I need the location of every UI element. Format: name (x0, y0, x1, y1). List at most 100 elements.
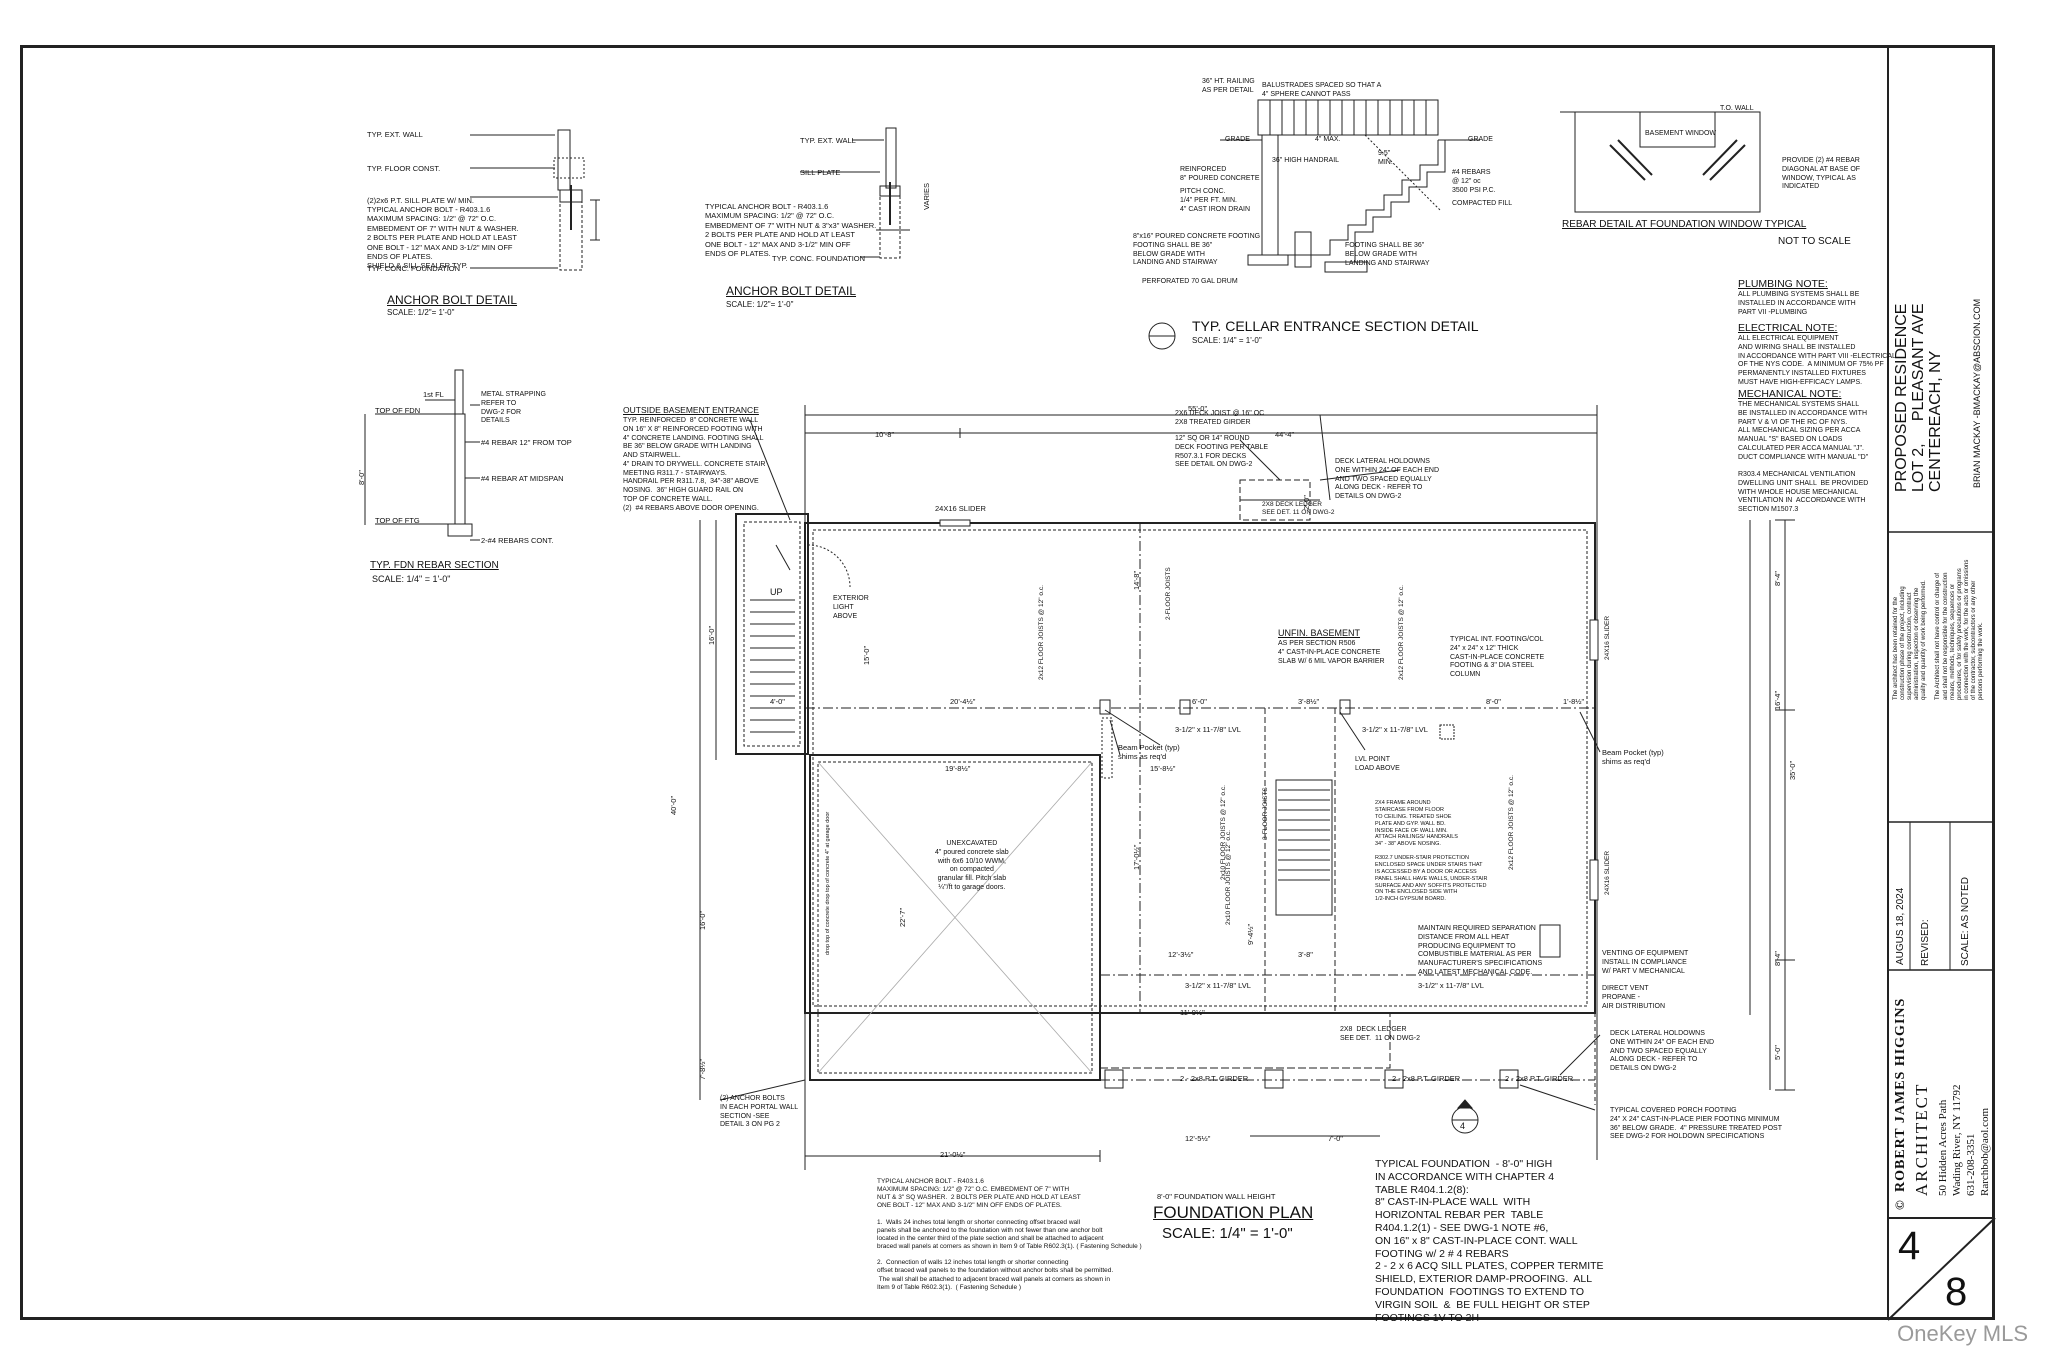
anchor1-label-floor: TYP. FLOOR CONST. (367, 164, 441, 173)
garage-drop-note: drop top of concrete drop top of concret… (825, 811, 831, 955)
window-rebar-drawing (1560, 111, 1761, 213)
rebar-label-height: 8'-0" (357, 470, 366, 485)
window-scale: NOT TO SCALE (1778, 236, 1851, 247)
dim-16-4: 16'-4" (1773, 690, 1782, 710)
electrical-note-title: ELECTRICAL NOTE: (1738, 322, 1838, 334)
architect-disclaimer: The architect has been retained for the … (1893, 559, 1984, 700)
plumbing-note-title: PLUMBING NOTE: (1738, 278, 1828, 290)
outside-entrance-note: TYP. REINFORCED 8" CONCRETE WALL ON 16" … (623, 417, 766, 512)
window-title: REBAR DETAIL AT FOUNDATION WINDOW TYPICA… (1562, 219, 1807, 230)
firm-email: Rarchbob@aol.com (1979, 1107, 1991, 1196)
dim-6-0: 6'-0" (1192, 697, 1207, 706)
dim-8-4-b: 8'-4" (1773, 951, 1782, 966)
cellar-label-9-5: 9.5" MIN. (1378, 150, 1393, 166)
dim-12-3: 12'-3½" (1168, 950, 1194, 959)
window-note: PROVIDE (2) #4 REBAR DIAGONAL AT BASE OF… (1782, 157, 1861, 191)
firm-phone: 631-208-3351 (1965, 1133, 1977, 1196)
dim-3-8-b: 3'-8" (1298, 950, 1313, 959)
bottom-anchor-note: TYPICAL ANCHOR BOLT - R403.1.6 MAXIMUM S… (877, 1178, 1142, 1291)
dim-8-4-a: 8'-4" (1773, 571, 1782, 586)
girder-2: 2 - 2x8 P.T. GIRDER (1392, 1074, 1461, 1083)
mechanical-note-title: MECHANICAL NOTE: (1738, 388, 1842, 400)
slider-label-right-2: 24X16 SLIDER (1604, 850, 1611, 895)
dim-8-0: 8'-0" (1486, 697, 1501, 706)
beam-lvl-1: 3-1/2" x 11-7/8" LVL (1175, 725, 1241, 734)
porch-footing-note: TYPICAL COVERED PORCH FOOTING 24" X 24" … (1610, 1107, 1782, 1141)
joist-label-4: 2x12 FLOOR JOISTS @ 12" o.c. (1398, 585, 1405, 680)
electrical-note-text: ALL ELECTRICAL EQUIPMENT AND WIRING SHAL… (1738, 335, 1896, 386)
beam-pocket-right: Beam Pocket (typ) shims as req'd (1602, 748, 1664, 767)
dim-5-0: 5'-0" (1773, 1045, 1782, 1060)
rebar-note-mid: #4 REBAR AT MIDSPAN (481, 474, 564, 483)
cellar-label-4max: 4" MAX. (1315, 136, 1341, 143)
sheet-total: 8 (1945, 1270, 1968, 1314)
rebar-scale: SCALE: 1/4" = 1'-0" (372, 574, 451, 584)
joist-label-7: 2x12 FLOOR JOISTS @ 12" o.c. (1508, 775, 1515, 870)
dim-21-0: 21'-0½" (940, 1150, 966, 1159)
cellar-label-grade-left: GRADE (1225, 136, 1250, 143)
lvl-point-load-note: LVL POINT LOAD ABOVE (1355, 756, 1400, 772)
cellar-label-balustrades: BALUSTRADES SPACED SO THAT A 4" SPHERE C… (1262, 82, 1382, 98)
copyright-symbol: © (1892, 1200, 1907, 1210)
rebar-label-top-fdn: TOP OF FDN (375, 406, 421, 415)
slider-label-top: 24X16 SLIDER (935, 504, 986, 513)
dim-40-0: 40'-0" (669, 795, 678, 815)
dim-22-7: 22'-7" (898, 907, 907, 927)
separation-note: MAINTAIN REQUIRED SEPARATION DISTANCE FR… (1418, 925, 1543, 976)
joist-label-2: 2-FLOOR JOISTS (1165, 567, 1172, 620)
cellar-scale: SCALE: 1/4" = 1'-0" (1192, 336, 1262, 345)
anchor2-label-ext-wall: TYP. EXT. WALL (800, 136, 856, 145)
client-info: BRIAN MACKAY -BMACKAY@ABSCION.COM (1972, 298, 1982, 488)
dim-3-8: 3'-8½" (1298, 697, 1320, 706)
rebar-note-cont: 2-#4 REBARS CONT. (481, 536, 554, 545)
foundation-plan-scale: SCALE: 1/4" = 1'-0" (1162, 1225, 1293, 1242)
rebar-label-1stfl: 1st FL (423, 390, 444, 399)
firm-address-2: Wading River, NY 11792 (1951, 1084, 1963, 1196)
dim-15-0: 15'-0" (862, 645, 871, 665)
fdn-rebar-section-drawing (364, 369, 480, 541)
room-basement-slab-note: AS PER SECTION R506 4" CAST-IN-PLACE CON… (1278, 640, 1385, 665)
dim-16-0-a: 16'-0" (707, 625, 716, 645)
deck-joist-note: 2X6 DECK JOIST @ 16" OC 2X8 TREATED GIRD… (1175, 410, 1265, 426)
anchor-portal-note: (2) ANCHOR BOLTS IN EACH PORTAL WALL SEC… (720, 1095, 799, 1129)
firm-name: ROBERT JAMES HIGGINS (1893, 997, 1908, 1192)
title-scale: SCALE: AS NOTED (1960, 877, 1971, 966)
rebar-note-top: #4 REBAR 12" FROM TOP (481, 438, 572, 447)
dim-20-4: 20'-4½" (950, 697, 976, 706)
anchor2-note: TYPICAL ANCHOR BOLT - R403.1.6 MAXIMUM S… (705, 202, 877, 258)
anchor2-label-foundation: TYP. CONC. FOUNDATION (772, 254, 866, 263)
cellar-label-railing: 36" HT. RAILING AS PER DETAIL (1202, 78, 1255, 94)
cellar-entrance-drawing (1220, 99, 1480, 273)
deck-ledger-top-note: 2X8 DECK LEDGER SEE DET. 11 ON DWG-2 (1262, 501, 1335, 517)
girder-3: 2 - 2x8 P.T. GIRDER (1505, 1074, 1574, 1083)
anchor2-label-varies: VARIES (922, 183, 931, 210)
deck-ledger-bottom-note: 2X8 DECK LEDGER SEE DET. 11 ON DWG-2 (1340, 1026, 1420, 1042)
dim-11-9: 11'-9½" (1180, 1008, 1205, 1017)
cellar-label-rebars: #4 REBARS @ 12" oc 3500 PSI P.C. (1452, 169, 1496, 194)
anchor-bolt-detail-1-drawing (470, 129, 600, 271)
plumbing-note-text: ALL PLUMBING SYSTEMS SHALL BE INSTALLED … (1738, 291, 1860, 316)
anchor1-note: TYPICAL ANCHOR BOLT - R403.1.6 MAXIMUM S… (367, 205, 519, 271)
dim-16-0-b: 16'-0" (698, 910, 707, 930)
cellar-label-footing-right: FOOTING SHALL BE 36" BELOW GRADE WITH LA… (1345, 242, 1430, 267)
anchor-bolt-detail-2-drawing (800, 127, 910, 259)
firm-address-1: 50 Hidden Acres Path (1937, 1099, 1949, 1196)
dim-7-0: 7'-0" (1328, 1134, 1343, 1143)
anchor2-label-sill: SILL PLATE (800, 168, 841, 177)
wall-height-label: 8'-0" FOUNDATION WALL HEIGHT (1157, 1192, 1276, 1201)
rebar-label-top-ftg: TOP OF FTG (375, 516, 420, 525)
dim-10-8: 10'-8" (875, 430, 895, 439)
deck-holdowns-bottom-note: DECK LATERAL HOLDOWNS ONE WITHIN 24" OF … (1610, 1030, 1714, 1072)
beam-lvl-2: 3-1/2" x 11-7/8" LVL (1362, 725, 1428, 734)
cellar-label-pitch: PITCH CONC. 1/4" PER FT. MIN. (1180, 188, 1237, 204)
dim-44-4: 44'-4" (1275, 430, 1295, 439)
anchor1-label-foundation: TYP. CONC. FOUNDATION (367, 264, 461, 273)
dim-7-8: 7'-8½" (698, 1058, 707, 1080)
sheet-number-slash (1887, 1217, 1996, 1321)
dim-19-8: 19'-8½" (945, 764, 971, 773)
stair-up-label: UP (770, 587, 783, 597)
cellar-label-handrail: 36" HIGH HANDRAIL (1272, 157, 1340, 164)
joist-label-6: 2x10 FLOOR JOISTS @ 12" o.c. (1220, 785, 1227, 880)
dim-14-8: 14'-8" (1132, 570, 1141, 590)
mls-watermark: OneKey MLS (1897, 1321, 2028, 1346)
